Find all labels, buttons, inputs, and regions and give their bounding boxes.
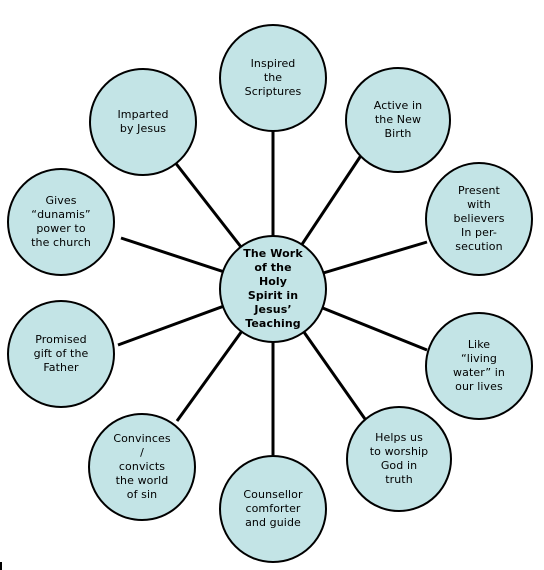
node-label: Counsellor comforter and guide	[243, 488, 303, 529]
node-label: Gives “dunamis” power to the church	[31, 194, 91, 249]
node-inspired-scriptures: Inspired the Scriptures	[219, 24, 327, 132]
node-promised-gift: Promised gift of the Father	[7, 300, 115, 408]
node-label: Inspired the Scriptures	[244, 57, 302, 98]
node-present-with-believers: Present with believers In per- secution	[425, 162, 533, 276]
node-label: Present with believers In per- secution	[453, 184, 505, 253]
node-label: Convinces / convicts the world of sin	[113, 432, 171, 501]
node-label: Imparted by Jesus	[117, 108, 169, 135]
node-imparted-by-jesus: Imparted by Jesus	[89, 68, 197, 176]
node-worship-in-truth: Helps us to worship God in truth	[346, 406, 452, 512]
node-living-water: Like “living water” in our lives	[425, 312, 533, 420]
node-active-new-birth: Active in the New Birth	[345, 67, 451, 173]
node-label: Like “living water” in our lives	[453, 338, 505, 393]
node-counsellor: Counsellor comforter and guide	[219, 455, 327, 563]
node-convinces-convicts: Convinces / convicts the world of sin	[88, 413, 196, 521]
center-node: The Work of the Holy Spirit in Jesus’ Te…	[219, 235, 327, 343]
node-gives-dunamis: Gives “dunamis” power to the church	[7, 168, 115, 276]
node-label: Helps us to worship God in truth	[369, 431, 429, 486]
node-label: Promised gift of the Father	[33, 333, 89, 374]
node-label: Active in the New Birth	[373, 99, 423, 140]
center-title: The Work of the Holy Spirit in Jesus’ Te…	[243, 247, 303, 330]
margin-mark	[0, 562, 2, 570]
